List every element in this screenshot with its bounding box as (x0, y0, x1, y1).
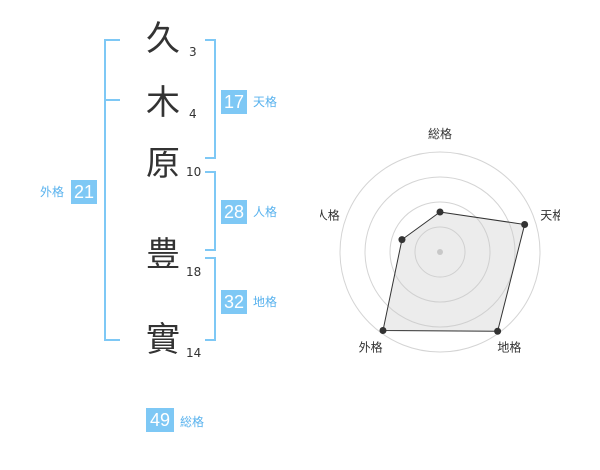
radar-axis-label-5: 人格 (320, 208, 340, 223)
radar-axis-label-1: 総格 (428, 126, 452, 141)
chikaku-label: 地格 (253, 295, 278, 309)
radar-point-1 (436, 208, 444, 216)
radar-point-2 (521, 220, 529, 228)
radar-ring-3 (364, 176, 516, 328)
tenkaku-bracket (205, 39, 216, 159)
radar-center-dot (437, 249, 443, 255)
name-char-1: 久 (146, 19, 180, 59)
radar-point-3 (494, 327, 502, 335)
gaikaku-bracket (104, 39, 120, 341)
radar-polygon (382, 211, 526, 332)
radar-ring-2 (389, 201, 491, 303)
soukaku-value: 49 (146, 408, 174, 432)
gaikaku-value: 21 (71, 180, 97, 204)
chikaku-bracket (205, 257, 216, 341)
radar-ring-4 (339, 151, 541, 353)
gaikaku-label: 外格 (40, 185, 65, 199)
radar-point-4 (379, 326, 387, 334)
radar-point-5 (398, 236, 406, 244)
tenkaku-value: 17 (221, 90, 247, 114)
jinkaku-label: 人格 (253, 205, 278, 219)
radar-ring-1 (414, 226, 466, 278)
stroke-count-4: 18 (186, 265, 202, 279)
soukaku-label: 総格 (180, 415, 205, 429)
stroke-count-3: 10 (186, 165, 202, 179)
radar-axis-label-2: 天格 (540, 208, 560, 223)
name-char-5: 實 (146, 320, 180, 360)
name-char-2: 木 (146, 83, 180, 123)
name-char-3: 原 (146, 144, 180, 184)
stroke-count-2: 4 (189, 107, 197, 121)
name-char-4: 豊 (146, 235, 180, 275)
jinkaku-bracket (205, 171, 216, 251)
jinkaku-value: 28 (221, 200, 247, 224)
radar-axis-label-4: 外格 (359, 339, 383, 354)
radar-axis-label-3: 地格 (497, 339, 521, 354)
chikaku-value: 32 (221, 290, 247, 314)
stroke-count-1: 3 (189, 45, 197, 59)
stroke-count-5: 14 (186, 346, 202, 360)
tenkaku-label: 天格 (253, 95, 278, 109)
